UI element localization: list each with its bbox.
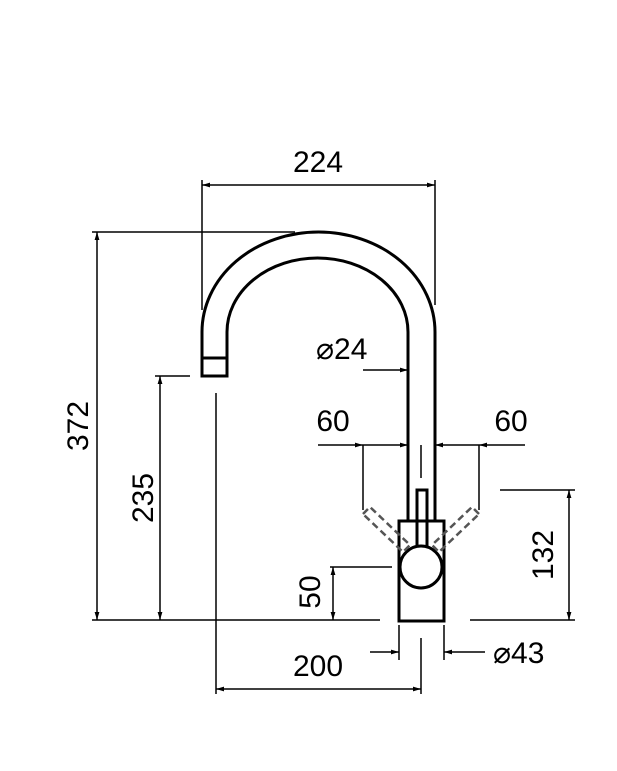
dimension-label: ⌀43 <box>493 637 544 670</box>
dimension-lever-swing-right: 60 <box>435 405 528 510</box>
dimension-body-diameter: ⌀43 <box>370 625 544 670</box>
dimension-lever-swing-left: 60 <box>316 405 408 510</box>
dimension-total-height: 372 <box>62 231 380 621</box>
handle-hub <box>398 544 444 590</box>
dimension-label: 200 <box>293 650 343 683</box>
dimension-label: 132 <box>527 530 560 580</box>
faucet-outline <box>200 230 481 623</box>
dimension-label: 60 <box>316 405 349 438</box>
lever-ghost-left <box>361 505 412 554</box>
dimension-label: ⌀24 <box>316 333 367 366</box>
dimension-label: 372 <box>62 401 95 451</box>
dimension-spout-reach: 224 <box>201 146 436 310</box>
spout-inner <box>225 256 410 521</box>
lever-ghost-right <box>430 505 481 554</box>
spout-outer <box>200 230 437 521</box>
dimension-label: 224 <box>293 146 343 179</box>
dimension-outlet-offset: 200 <box>215 393 422 694</box>
dimension-spout-diameter: ⌀24 <box>316 333 408 373</box>
dimension-handle-height: 50 <box>294 566 392 620</box>
dimension-label: 50 <box>294 575 327 608</box>
spout-outlet <box>200 356 229 378</box>
lever <box>415 488 429 546</box>
dimension-spout-height: 235 <box>127 375 190 620</box>
dimension-lever-height: 132 <box>470 489 575 621</box>
dimension-label: 235 <box>127 473 160 523</box>
dimension-label: 60 <box>494 405 527 438</box>
faucet-body <box>397 519 446 623</box>
